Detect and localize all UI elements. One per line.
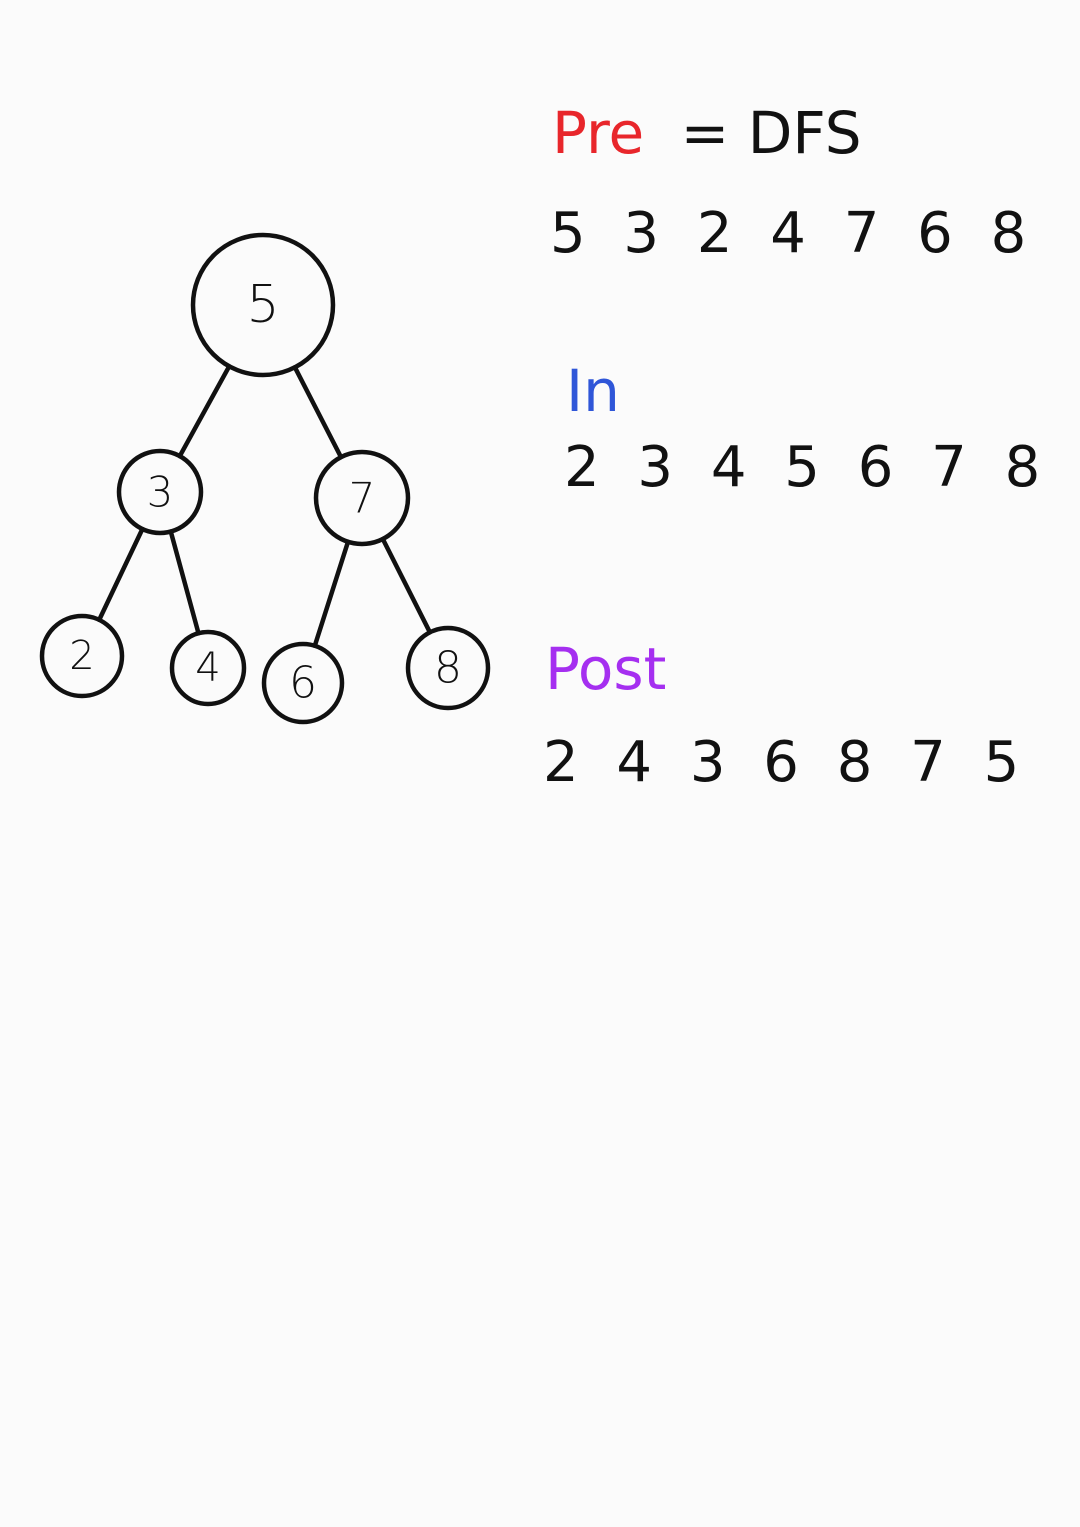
tree-node-2: 2	[39, 613, 125, 699]
node-label: 4	[195, 645, 220, 691]
node-label: 2	[69, 633, 94, 679]
tree-edges	[96, 364, 433, 649]
preorder-label: Pre	[552, 99, 645, 167]
edge-3-2	[96, 526, 145, 623]
node-circle	[405, 625, 491, 711]
tree-node-6: 6	[261, 641, 345, 725]
preorder-equals-dfs: = DFS	[680, 99, 862, 167]
edge-7-6	[312, 539, 351, 649]
tree-nodes: 5 3 7 2 4 6 8	[39, 232, 491, 725]
node-label: 3	[147, 468, 174, 517]
edge-5-7	[292, 365, 344, 460]
inorder-sequence: 2 3 4 5 6 7 8	[564, 435, 1051, 500]
edge-7-8	[380, 536, 433, 635]
postorder-sequence: 2 4 3 6 8 7 5	[543, 730, 1030, 795]
tree-node-5: 5	[190, 232, 336, 378]
node-label: 5	[246, 275, 279, 335]
node-circle	[190, 232, 336, 378]
preorder-heading: Pre = DFS	[552, 104, 862, 162]
node-label: 6	[289, 658, 317, 709]
preorder-sequence: 5 3 2 4 7 6 8	[550, 201, 1037, 266]
node-label: 8	[434, 643, 462, 694]
node-circle	[313, 449, 411, 547]
node-circle	[169, 629, 247, 707]
postorder-label: Post	[545, 635, 667, 703]
edge-5-3	[177, 364, 232, 459]
tree-node-8: 8	[405, 625, 491, 711]
edge-3-4	[168, 529, 201, 636]
node-label: 7	[349, 474, 376, 523]
tree-node-4: 4	[169, 629, 247, 707]
node-circle	[261, 641, 345, 725]
tree-node-7: 7	[313, 449, 411, 547]
tree-node-3: 3	[116, 448, 204, 536]
node-circle	[116, 448, 204, 536]
inorder-label: In	[566, 357, 620, 425]
node-circle	[39, 613, 125, 699]
